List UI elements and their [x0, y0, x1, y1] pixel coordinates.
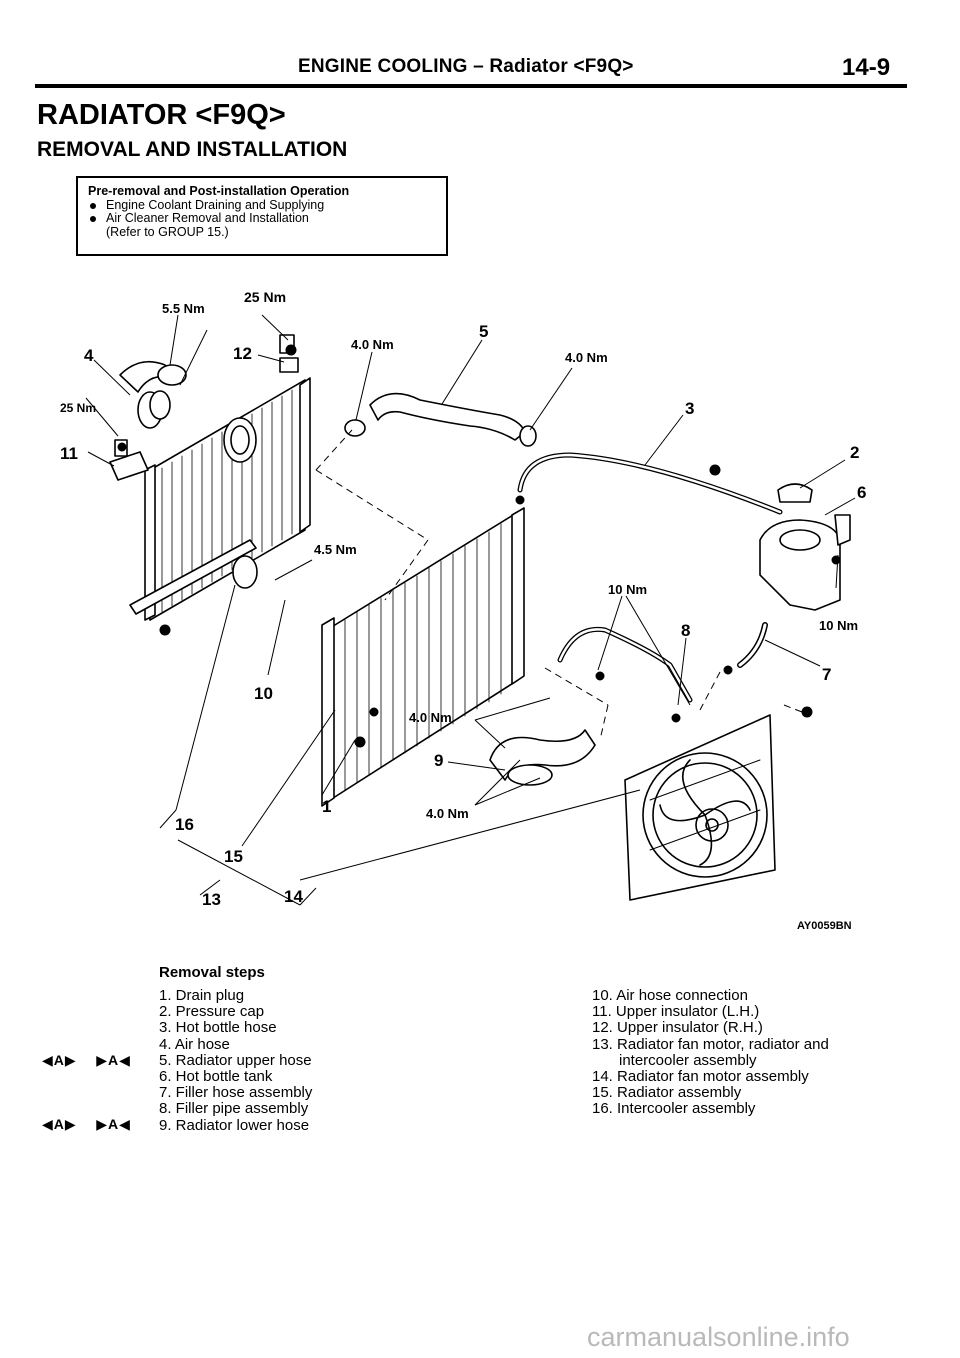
- torque-label: 4.0 Nm: [565, 350, 608, 365]
- torque-label: 10 Nm: [819, 618, 858, 633]
- removal-steps-right: 10. Air hose connection 11. Upper insula…: [592, 987, 892, 1118]
- torque-label: 4.0 Nm: [351, 337, 394, 352]
- part-callout: 13: [202, 890, 221, 909]
- removal-symbol-icon: ◀A▶: [42, 1116, 77, 1132]
- part-callout: 1: [322, 797, 331, 816]
- pre-removal-item: Air Cleaner Removal and Installation: [88, 211, 436, 226]
- part-callout: 3: [685, 399, 694, 418]
- part-callout: 15: [224, 847, 243, 866]
- part-callout: 10: [254, 684, 273, 703]
- pre-removal-box: Pre-removal and Post-installation Operat…: [76, 176, 448, 256]
- installation-symbol-icon: ▶A◀: [96, 1116, 131, 1132]
- torque-label: 4.5 Nm: [314, 542, 357, 557]
- intercooler-illustration: [129, 357, 311, 621]
- removal-steps-left: 1. Drain plug 2. Pressure cap 3. Hot bot…: [159, 987, 313, 1134]
- removal-step: 2. Pressure cap: [159, 1003, 265, 1021]
- torque-label: 4.0 Nm: [426, 806, 469, 821]
- removal-step: 12. Upper insulator (R.H.): [592, 1019, 763, 1037]
- part-callout: 12: [233, 344, 252, 363]
- radiator-illustration: [321, 507, 525, 807]
- torque-label: 5.5 Nm: [162, 301, 205, 316]
- part-callout: 7: [822, 665, 831, 684]
- part-callout: 14: [284, 887, 303, 906]
- torque-label: 10 Nm: [608, 582, 647, 597]
- removal-step: 3. Hot bottle hose: [159, 1019, 277, 1037]
- pre-removal-title: Pre-removal and Post-installation Operat…: [88, 184, 350, 198]
- part-callout: 8: [681, 621, 690, 640]
- removal-step: 15. Radiator assembly: [592, 1084, 742, 1102]
- part-callout: 5: [479, 322, 488, 341]
- part-callout: 6: [857, 483, 866, 502]
- removal-step: 9. Radiator lower hose: [159, 1116, 310, 1134]
- removal-step: 5. Radiator upper hose: [159, 1051, 312, 1069]
- removal-steps-title: Removal steps: [159, 964, 265, 981]
- section-heading: RADIATOR <F9Q>: [37, 99, 286, 131]
- removal-step: 8. Filler pipe assembly: [159, 1100, 309, 1118]
- pre-removal-note: (Refer to GROUP 15.): [106, 224, 229, 239]
- service-symbol-row: ◀A▶ ▶A◀: [42, 1116, 131, 1133]
- section-subheading: REMOVAL AND INSTALLATION: [37, 138, 348, 161]
- running-header-title: ENGINE COOLING – Radiator <F9Q>: [298, 56, 634, 77]
- part-callout: 2: [850, 443, 859, 462]
- fan-assembly-illustration: [624, 714, 776, 901]
- removal-step: 10. Air hose connection: [592, 987, 748, 1004]
- part-callout: 9: [434, 751, 443, 770]
- removal-step: 16. Intercooler assembly: [592, 1100, 756, 1118]
- removal-step: 13. Radiator fan motor, radiator and int…: [592, 1035, 829, 1069]
- part-callout: 11: [60, 444, 78, 463]
- air-hose-illustration: [119, 360, 187, 429]
- bullet-icon: [90, 216, 96, 222]
- service-symbol-row: ◀A▶ ▶A◀: [42, 1052, 131, 1069]
- removal-step: 11. Upper insulator (L.H.): [592, 1003, 760, 1021]
- bullet-icon: [90, 202, 96, 209]
- part-callout: 16: [175, 815, 194, 834]
- part-callout: 4: [84, 346, 94, 365]
- removal-step: 4. Air hose: [159, 1035, 230, 1053]
- header-rule: [35, 84, 907, 88]
- figure-code: AY0059BN: [797, 920, 852, 932]
- torque-label: 25 Nm: [244, 289, 286, 305]
- removal-step: 6. Hot bottle tank: [159, 1068, 273, 1086]
- torque-label: 4.0 Nm: [409, 710, 452, 725]
- installation-symbol-icon: ▶A◀: [96, 1052, 131, 1068]
- pre-removal-item: Engine Coolant Draining and Supplying: [88, 198, 436, 213]
- removal-step: 1. Drain plug: [159, 987, 245, 1004]
- page-number: 14-9: [842, 54, 891, 81]
- watermark: carmanualsonline.info: [587, 1322, 850, 1352]
- removal-step: 14. Radiator fan motor assembly: [592, 1068, 809, 1086]
- removal-symbol-icon: ◀A▶: [42, 1052, 77, 1068]
- removal-step: 7. Filler hose assembly: [159, 1084, 313, 1102]
- torque-label: 25 Nm: [60, 401, 96, 415]
